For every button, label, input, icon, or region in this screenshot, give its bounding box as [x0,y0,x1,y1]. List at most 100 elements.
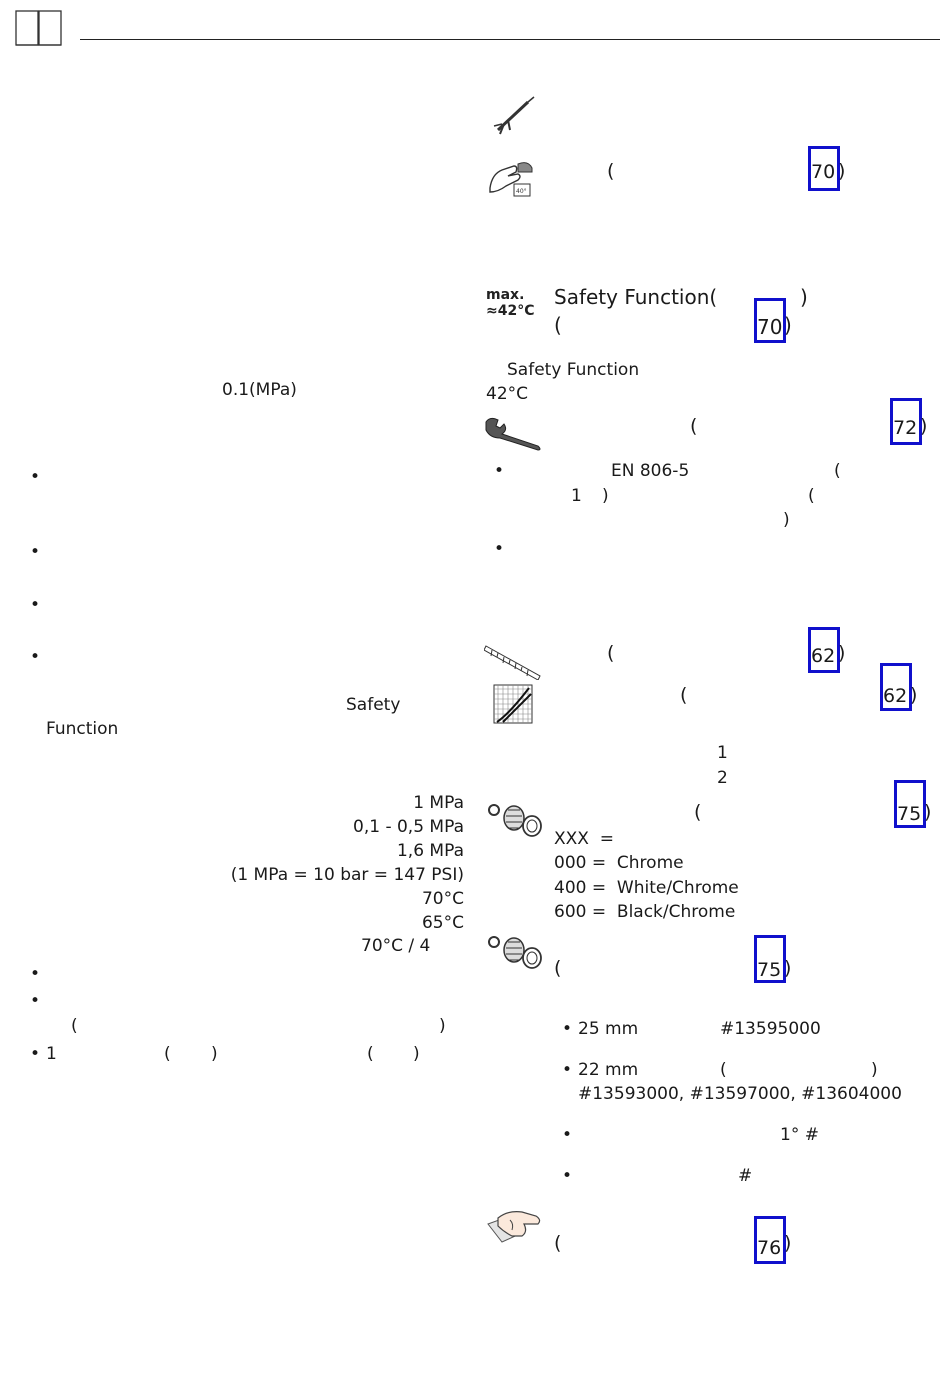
one-label: 1 [571,486,582,506]
page-ref-text: 72 [893,417,918,439]
paren-open: ( [834,461,841,481]
bullet-r1: • [494,461,505,481]
paren-open: ( [71,1016,78,1036]
bullet-6: • [30,991,41,1011]
paren-close: ) [413,1044,420,1064]
page-ref-70[interactable]: 70 [808,146,840,191]
spec-line: 65°C [421,913,464,933]
ruler-icon [483,642,542,681]
technical-specs: 1 MPa 0,1 - 0,5 MPa 1,6 MPa (1 MPa = 10 … [164,793,464,937]
spec-line: 70°C [421,889,464,909]
color-code: 400 = White/Chrome [554,878,739,898]
part-25mm-number: #13595000 [720,1019,821,1039]
one-label: 1 [46,1044,57,1064]
spec-line: 0,1 - 0,5 MPa [353,817,464,837]
paren-open: ( [554,1232,562,1254]
color-code: 600 = Black/Chrome [554,902,736,922]
paren-open: ( [680,684,688,706]
paren-close: ) [784,1232,792,1254]
paren-open: ( [554,313,562,337]
safety-word: Safety [346,695,401,715]
paren-open: ( [164,1044,171,1064]
manual-book-icon [15,10,63,48]
paren-open: ( [607,642,615,664]
bullet-5: • [30,964,41,984]
xxx-label: XXX = [554,829,614,849]
temp-label: ≈42°C [486,303,535,319]
paren-open: ( [554,957,562,979]
part-25mm: 25 mm [578,1019,639,1039]
spec-line: 1 MPa [413,793,464,813]
max-label: max. [486,287,525,303]
one-label: 1 [717,743,728,763]
part-22mm: 22 mm [578,1060,639,1080]
spare-parts-icon [486,800,544,840]
paren-close: ) [784,957,792,979]
bullet-7: • [30,1044,41,1064]
svg-text:40°: 40° [516,188,527,195]
cleaning-hand-icon [484,1206,544,1252]
page-ref-text: 75 [897,803,922,825]
paren-close: ) [602,486,609,506]
function-word: Function [46,719,119,739]
safety-function-title: Safety Function( [554,285,718,309]
paren-close: ) [920,415,928,437]
one-degree-hash: 1° # [780,1125,819,1145]
paren-open: ( [808,486,815,506]
bullet-2: • [30,542,41,562]
page-ref-62[interactable]: 62 [880,663,912,711]
paren-open: ( [367,1044,374,1064]
page-ref-text: 75 [757,959,782,981]
page-ref-62[interactable]: 62 [808,627,840,673]
page-ref-text: 76 [757,1237,782,1259]
paren-close: ) [784,313,792,337]
page-ref-text: 62 [811,645,836,667]
paren-close: ) [439,1016,446,1036]
page-ref-text: 62 [883,685,908,707]
bullet-r6: • [562,1166,573,1186]
flow-diagram-icon [493,684,533,724]
page-ref-70[interactable]: 70 [754,298,786,343]
two-label: 2 [717,768,728,788]
spec-line: 70°C / 4 [361,936,431,956]
paren-close: ) [800,285,808,309]
temp-42: 42°C [486,384,529,404]
paren-open: ( [607,160,615,182]
bullet-r2: • [494,539,505,559]
bullet-r3: • [562,1019,573,1039]
paren-close: ) [783,510,790,530]
bullet-r4: • [562,1060,573,1080]
part-22mm-numbers: #13593000, #13597000, #13604000 [578,1084,902,1104]
paren-close: ) [211,1044,218,1064]
paren-close: ) [924,801,932,823]
page-ref-72[interactable]: 72 [890,398,922,445]
header-rule [80,39,940,40]
hand-temperature-icon: 40° [488,158,536,200]
spare-parts-icon [486,932,544,972]
safety-function-text: Safety Function [507,360,640,380]
hash-symbol: # [738,1166,753,1186]
paren-close: ) [871,1060,878,1080]
bullet-1: • [30,467,41,487]
page-ref-75[interactable]: 75 [754,935,786,983]
en-standard: EN 806-5 [611,461,690,481]
paren-open: ( [690,415,698,437]
spec-line: 1,6 MPa [396,841,464,861]
color-code: 000 = Chrome [554,853,684,873]
paren-close: ) [838,642,846,664]
page-ref-text: 70 [811,161,836,183]
paren-close: ) [910,684,918,706]
bullet-4: • [30,647,41,667]
pressure-min: 0.1(MPa) [222,380,297,400]
wrench-icon [484,416,542,452]
paren-close: ) [838,160,846,182]
silicone-gun-icon [490,96,536,136]
page-ref-75[interactable]: 75 [894,780,926,828]
page-ref-76[interactable]: 76 [754,1216,786,1264]
spec-line: (1 MPa = 10 bar = 147 PSI) [230,865,464,885]
page-ref-text: 70 [757,315,783,339]
bullet-r5: • [562,1125,573,1145]
max-temp-icon: max. ≈42°C [486,287,535,319]
paren-open: ( [720,1060,727,1080]
paren-open: ( [694,801,702,823]
